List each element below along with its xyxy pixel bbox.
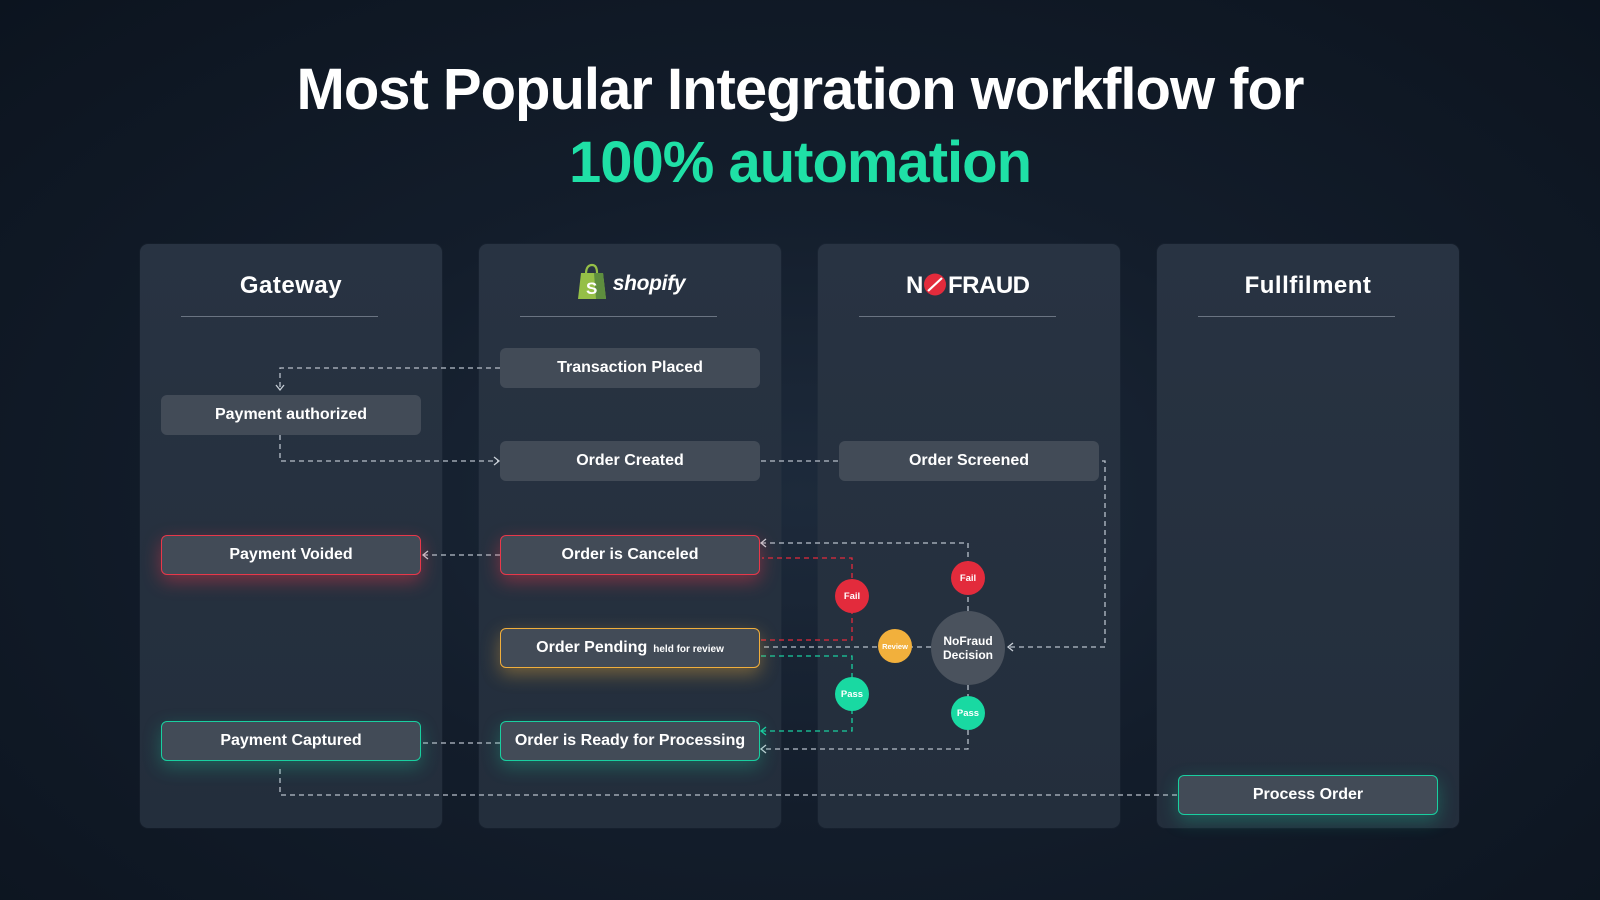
fulfilment-column-title: Fullfilment xyxy=(1244,272,1372,299)
arrowhead-decision xyxy=(1006,642,1014,652)
fulfilment-column: Fullfilment xyxy=(1157,244,1459,828)
payment-captured-node: Payment Captured xyxy=(161,721,421,761)
svg-text:S: S xyxy=(586,279,597,298)
svg-text:N: N xyxy=(906,272,923,299)
connector-screened-to-decision xyxy=(1008,460,1106,648)
page-title-line-1: Most Popular Integration workflow for xyxy=(296,57,1305,122)
order-screened-node: Order Screened xyxy=(839,441,1099,481)
arrowhead-authorized xyxy=(275,384,285,392)
decision-pass-badge: Pass xyxy=(951,696,985,730)
connector-captured-to-process-order xyxy=(279,769,1210,796)
connector-pending-fail-to-canceled xyxy=(761,557,853,641)
gateway-column-divider xyxy=(181,316,378,317)
shopify-bag-icon: S xyxy=(575,263,609,306)
order-pending-node: Order Pending held for review xyxy=(500,628,760,668)
arrowhead-voided xyxy=(421,550,429,560)
transaction-placed-node: Transaction Placed xyxy=(500,348,760,388)
svg-text:FRAUD: FRAUD xyxy=(948,272,1030,299)
pending-pass-badge: Pass xyxy=(835,677,869,711)
pending-fail-badge: Fail xyxy=(835,579,869,613)
order-ready-node: Order is Ready for Processing xyxy=(500,721,760,761)
connector-transaction-to-authorized xyxy=(279,367,500,389)
decision-label-line-1: NoFraud xyxy=(943,634,993,648)
connector-authorized-to-order-created xyxy=(279,435,498,462)
arrowhead-order-created xyxy=(493,456,501,466)
nofraud-logo-icon: N FRAUD xyxy=(906,272,1030,299)
arrowhead-ready xyxy=(759,744,767,754)
payment-voided-node: Payment Voided xyxy=(161,535,421,575)
order-created-node: Order Created xyxy=(500,441,760,481)
shopify-wordmark: shopify xyxy=(612,272,686,295)
gateway-column-title: Gateway xyxy=(239,272,343,299)
order-pending-note: held for review xyxy=(653,644,724,655)
decision-fail-badge: Fail xyxy=(951,561,985,595)
decision-label-line-2: Decision xyxy=(942,648,993,662)
nofraud-logo: N FRAUD xyxy=(818,266,1120,302)
shopify-column-divider xyxy=(520,316,717,317)
page-title-line-2: 100% automation xyxy=(569,130,1032,195)
nofraud-column-divider xyxy=(859,316,1056,317)
order-canceled-node: Order is Canceled xyxy=(500,535,760,575)
payment-authorized-node: Payment authorized xyxy=(161,395,421,435)
arrowhead-canceled xyxy=(759,538,767,548)
process-order-node: Process Order xyxy=(1178,775,1438,815)
nofraud-column: N FRAUD xyxy=(818,244,1120,828)
decision-review-badge: Review xyxy=(878,629,912,663)
arrowhead-ready-pass-loop xyxy=(759,726,767,736)
order-pending-label: Order Pending xyxy=(536,639,648,656)
nofraud-decision-node: NoFraud Decision xyxy=(931,611,1005,685)
fulfilment-column-divider xyxy=(1198,316,1395,317)
shopify-logo: S shopify xyxy=(479,262,781,306)
